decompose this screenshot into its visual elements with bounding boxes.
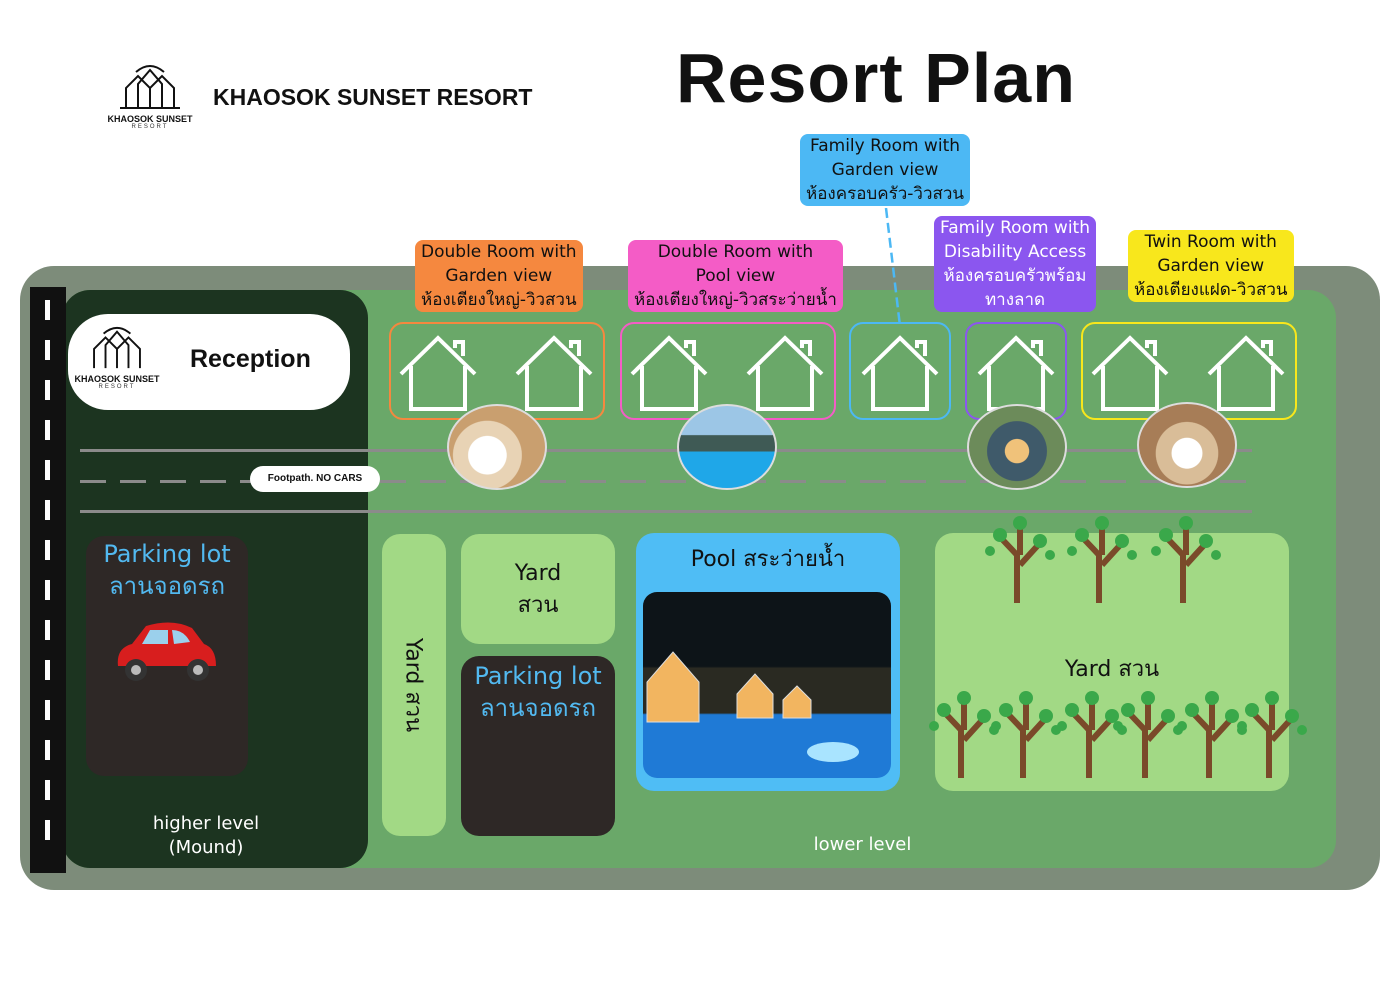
- brand-name: KHAOSOK SUNSET RESORT: [213, 84, 533, 110]
- car-icon: [117, 622, 216, 681]
- house-icon: [744, 334, 826, 412]
- pool-view-photo: [677, 404, 777, 490]
- tree-icon: [985, 516, 1055, 603]
- reception-label: Reception: [190, 345, 311, 373]
- tree-icon: [1151, 516, 1221, 603]
- road-marking: [45, 380, 50, 400]
- road-marking: [45, 780, 50, 800]
- road-marking: [45, 620, 50, 640]
- road-marking: [45, 300, 50, 320]
- connector-line: [884, 208, 902, 327]
- pool-area: Pool สระว่ายน้ำ: [636, 533, 900, 791]
- road-marking: [45, 820, 50, 840]
- logo-houses-icon: [120, 65, 180, 109]
- yard-vertical: Yard สวน: [382, 534, 446, 836]
- pool-label: Pool สระว่ายน้ำ: [690, 547, 846, 572]
- footpath-label: Footpath. NO CARS: [250, 466, 380, 492]
- house-icon: [628, 334, 710, 412]
- room-group-double-garden: [389, 322, 605, 420]
- footpath-centerline: [380, 480, 1252, 483]
- twin-room-photo: [1137, 402, 1237, 488]
- road-marking: [45, 460, 50, 480]
- reception-building: [68, 314, 350, 410]
- house-icon: [1205, 334, 1287, 412]
- tree-icon: [1057, 691, 1127, 778]
- path-edge-bottom: [80, 510, 1252, 513]
- villas-illustration: [646, 651, 859, 762]
- house-icon: [859, 334, 941, 412]
- tree-icon: [1177, 691, 1247, 778]
- yard-big: Yard สวน: [935, 533, 1289, 791]
- path-edge-top: [80, 449, 1252, 452]
- page-title: Resort Plan: [676, 39, 1076, 117]
- road-marking: [45, 340, 50, 360]
- tree-icon: [1113, 691, 1183, 778]
- tree-icon: [1237, 691, 1307, 778]
- reception-logo: KHAOSOK SUNSET RESORT: [72, 326, 162, 390]
- tree-icon: [1067, 516, 1137, 603]
- road-marking: [45, 740, 50, 760]
- road-marking: [45, 540, 50, 560]
- footpath-centerline: [80, 480, 252, 483]
- resort-logo: KHAOSOK SUNSET RESORT: [105, 64, 195, 130]
- road-marking: [45, 420, 50, 440]
- house-icon: [513, 334, 595, 412]
- higher-level-label: higher level(Mound): [152, 813, 260, 858]
- room-group-family-garden: [849, 322, 951, 420]
- double-room-photo: [447, 404, 547, 490]
- house-icon: [397, 334, 479, 412]
- road-marking: [45, 580, 50, 600]
- road-marking: [45, 660, 50, 680]
- house-icon: [975, 334, 1057, 412]
- road-marking: [45, 700, 50, 720]
- logo-houses-icon: [93, 326, 141, 369]
- pool-photo: [643, 592, 891, 778]
- road-marking: [45, 500, 50, 520]
- lower-level-label: lower level: [813, 834, 912, 855]
- house-icon: [1089, 334, 1171, 412]
- tree-icon: [991, 691, 1061, 778]
- family-house-photo: [967, 404, 1067, 490]
